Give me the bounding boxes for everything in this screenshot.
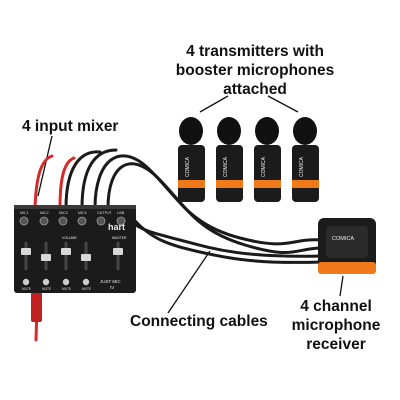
transmitters-label-line2: booster microphones <box>175 62 335 79</box>
transmitter-brand: COMICA <box>223 156 229 177</box>
mixer-channel-label: USB <box>117 211 125 215</box>
mixer-input-jacks <box>19 216 126 226</box>
mixer-pointer <box>37 135 53 197</box>
mixer-mute-buttons: MUTE MUTE MUTE MUTE <box>22 278 91 291</box>
tx-pointer-left <box>199 95 229 113</box>
mixer-volume-label: VOLUME <box>62 236 77 240</box>
mixer-brand: hart <box>108 222 125 232</box>
transmitter-accent-band <box>178 180 205 188</box>
fader-knob <box>61 248 71 255</box>
windscreen <box>217 117 241 145</box>
mute-label: MUTE <box>82 287 91 291</box>
mixer-channel-label: MIC4 <box>78 211 87 215</box>
receiver-pointer <box>339 275 344 297</box>
receiver-label-line1: 4 channel <box>300 298 372 315</box>
transmitter-brand: COMICA <box>261 156 267 177</box>
transmitter-brand: COMICA <box>185 156 191 177</box>
mute-label: MUTE <box>22 287 31 291</box>
transmitter-body <box>292 145 319 202</box>
receiver-label: 4 channel microphone receiver <box>278 297 394 354</box>
windscreen <box>293 117 317 145</box>
receiver-label-line2: microphone <box>291 317 381 334</box>
transmitter-4: COMICA <box>292 117 319 202</box>
mixer-model-line1: JUST MIC <box>100 279 121 284</box>
tx-pointer-right <box>267 95 299 113</box>
fader-track <box>116 242 120 270</box>
mixer-channel-label: MIC3 <box>59 211 68 215</box>
mixer-faders <box>21 242 123 270</box>
transmitters-group: COMICA COMICA COMICA COMICA <box>178 117 319 202</box>
transmitters-label-line3: attached <box>223 81 287 98</box>
mixer-jack <box>77 216 87 226</box>
transmitter-body <box>216 145 243 202</box>
mixer-jack <box>19 216 29 226</box>
transmitter-3: COMICA <box>254 117 281 202</box>
mixer-device: MIC1 MIC2 MIC3 MIC4 OUTPUT USB hart VOLUME MA… <box>14 205 136 293</box>
transmitter-1: COMICA <box>178 117 205 202</box>
transmitter-body <box>254 145 281 202</box>
mute-label: MUTE <box>42 287 51 291</box>
transmitter-accent-band <box>216 180 243 188</box>
black-cables <box>64 148 324 264</box>
fader-knob <box>41 254 51 261</box>
receiver-label-line3: receiver <box>306 336 366 353</box>
mixer-jack <box>96 216 106 226</box>
mixer-master-label: MASTER <box>112 236 127 240</box>
mute-button <box>42 278 50 286</box>
receiver-device: COMICA <box>318 218 376 274</box>
windscreen <box>179 117 203 145</box>
windscreen <box>255 117 279 145</box>
cables-label: Connecting cables <box>130 313 268 330</box>
mixer-channel-label: MIC2 <box>40 211 49 215</box>
mixer-model-line2: IV <box>110 285 114 290</box>
cables-pointer <box>167 250 211 314</box>
fader-track <box>24 242 28 270</box>
mixer-channel-label: MIC1 <box>20 211 29 215</box>
fader-knob <box>81 254 91 261</box>
mixer-jack <box>116 216 126 226</box>
fader-track <box>64 242 68 270</box>
mixer-jack <box>39 216 49 226</box>
pointer-lines <box>37 95 344 314</box>
mixer-label: 4 input mixer <box>22 118 119 135</box>
transmitter-accent-band <box>292 180 319 188</box>
red-plug <box>31 292 42 322</box>
transmitter-body <box>178 145 205 202</box>
mute-label: MUTE <box>62 287 71 291</box>
mixer-channel-label: OUTPUT <box>97 211 113 215</box>
receiver-brand: COMICA <box>332 236 354 242</box>
transmitters-label: 4 transmitters with booster microphones … <box>160 42 350 99</box>
mute-button <box>82 278 90 286</box>
transmitters-label-line1: 4 transmitters with <box>186 43 324 60</box>
fader-knob <box>113 248 123 255</box>
mute-button <box>62 278 70 286</box>
mixer-jack <box>58 216 68 226</box>
fader-knob <box>21 248 31 255</box>
mute-button <box>22 278 30 286</box>
mixer-channel-labels: MIC1 MIC2 MIC3 MIC4 OUTPUT USB <box>20 211 125 215</box>
transmitter-accent-band <box>254 180 281 188</box>
transmitter-brand: COMICA <box>299 156 305 177</box>
transmitter-2: COMICA <box>216 117 243 202</box>
